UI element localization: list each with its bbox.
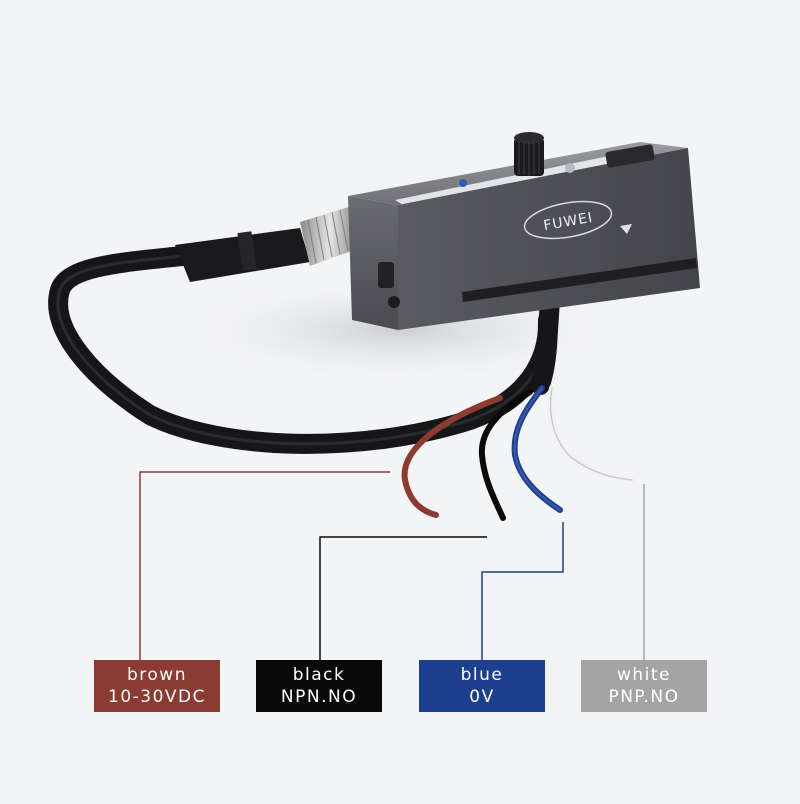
wire-color-name: blue — [460, 665, 504, 685]
wire-function: PNP.NO — [608, 687, 680, 707]
wire-black — [478, 389, 533, 521]
wire-color-name: white — [616, 665, 672, 685]
status-led — [565, 163, 575, 173]
wire-white — [547, 385, 635, 483]
callout-line-black — [319, 536, 487, 660]
sensor-side — [348, 196, 398, 330]
mounting-hole — [388, 296, 400, 308]
callout-line-blue — [481, 522, 564, 660]
wire-label-white: white PNP.NO — [581, 660, 707, 712]
wire-function: NPN.NO — [280, 687, 358, 707]
wire-color-name: brown — [127, 665, 187, 685]
wire-brown — [401, 395, 503, 518]
status-led — [459, 179, 467, 187]
knurled-nut — [300, 206, 360, 266]
sensor-slot — [462, 258, 697, 302]
wire-function: 10-30VDC — [108, 687, 206, 707]
wire-color-name: black — [292, 665, 346, 685]
wire-function: 0V — [469, 687, 495, 707]
callout-line-brown — [139, 471, 390, 660]
sensor-label-strip — [395, 150, 652, 206]
wire-label-brown: brown 10-30VDC — [94, 660, 220, 712]
cable-lower — [530, 310, 558, 395]
mounting-hole — [378, 262, 394, 288]
brand-badge — [523, 200, 613, 240]
sensor-window — [605, 144, 655, 168]
wire-label-blue: blue 0V — [419, 660, 545, 712]
indicator-arrow-icon — [620, 224, 632, 234]
wire-label-black: black NPN.NO — [256, 660, 382, 712]
